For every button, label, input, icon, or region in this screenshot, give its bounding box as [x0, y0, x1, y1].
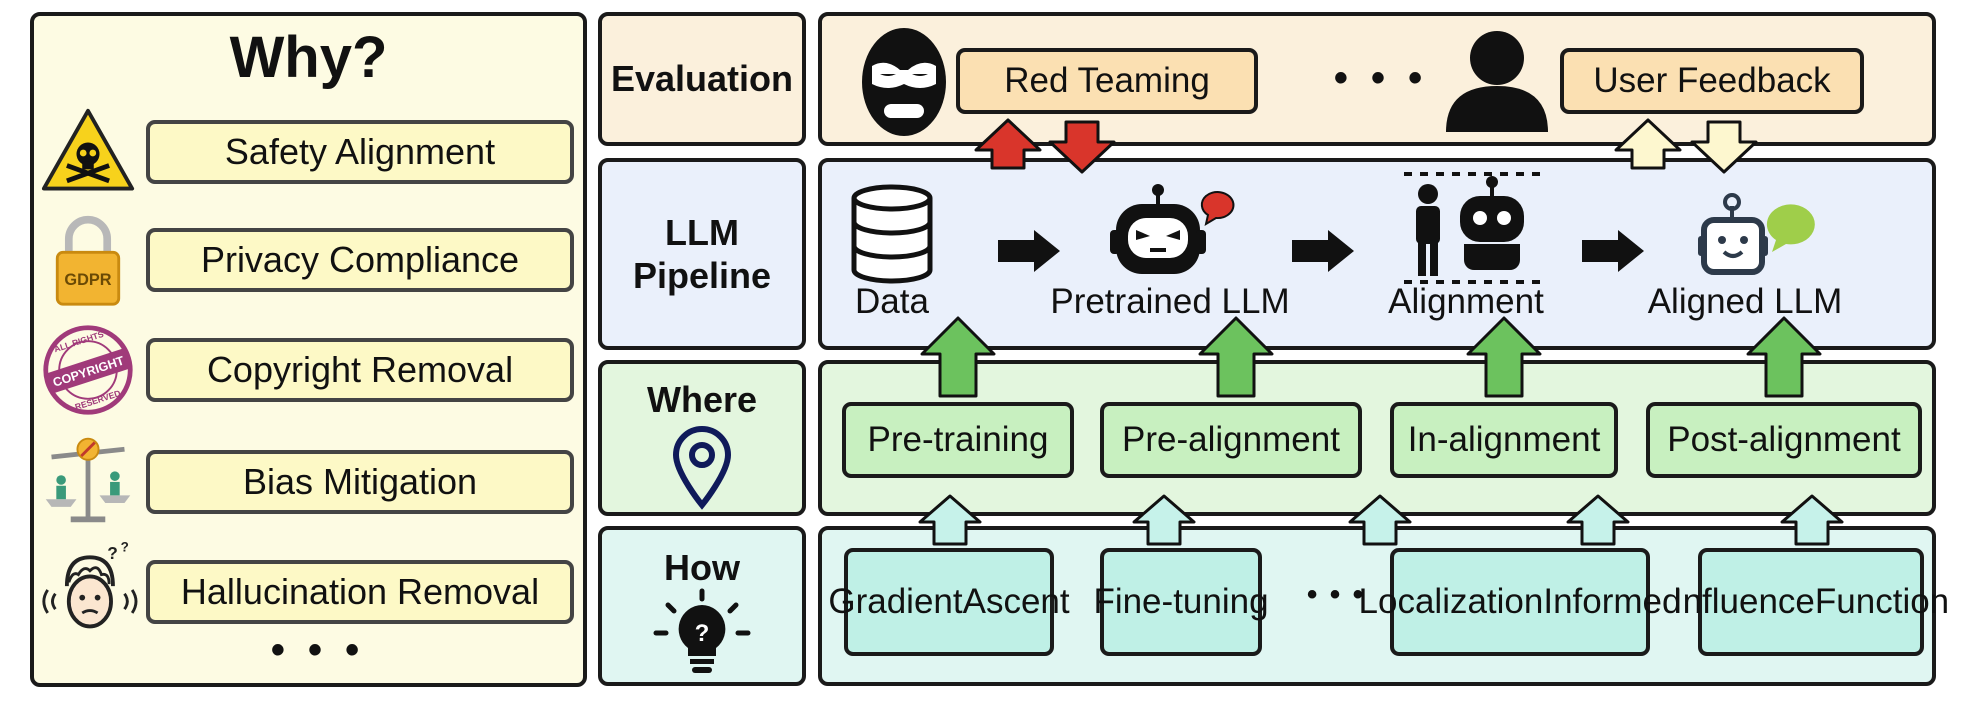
- where-pre-training: Pre-training: [842, 402, 1074, 478]
- where-pre-alignment: Pre-alignment: [1100, 402, 1362, 478]
- how-gradient-ascent: Gradient Ascent: [828, 548, 1070, 656]
- pipeline-stage-aligned: Aligned LLM: [1647, 282, 1843, 321]
- gdpr-lock-icon: GDPR: [55, 215, 121, 306]
- row-label-how-text: How: [664, 547, 740, 588]
- row-label-pipeline: LLM Pipeline: [598, 158, 806, 350]
- row-label-pipeline-line2: Pipeline: [632, 255, 772, 296]
- why-item-privacy: Privacy Compliance: [146, 228, 574, 292]
- lightbulb-icon: ?: [653, 588, 751, 674]
- red-teaming-box: Red Teaming: [956, 48, 1258, 114]
- svg-text:?: ?: [121, 540, 129, 555]
- arrow-right-icon: [998, 230, 1060, 272]
- how-method-line2: Function: [1814, 582, 1950, 622]
- row-label-evaluation: Evaluation: [598, 12, 806, 146]
- pretrained-robot-icon: [1110, 184, 1235, 274]
- row-label-where: Where: [598, 360, 806, 516]
- how-influence-function: Influence Function: [1673, 548, 1949, 656]
- how-localization-informed: Localization Informed: [1359, 548, 1681, 656]
- how-method-line1: Fine-: [1093, 582, 1174, 622]
- why-item-copyright: Copyright Removal: [146, 338, 574, 402]
- why-item-safety: Safety Alignment: [146, 120, 574, 184]
- masked-attacker-icon: [862, 28, 946, 136]
- how-method-line1: Influence: [1672, 582, 1815, 622]
- evaluation-ellipsis: • • •: [1333, 56, 1429, 100]
- svg-text:?: ?: [695, 620, 710, 647]
- hazard-skull-icon: [41, 108, 135, 191]
- why-more-ellipsis: • • •: [270, 628, 366, 672]
- user-icon: [1446, 31, 1548, 132]
- row-label-pipeline-line1: LLM: [665, 211, 739, 253]
- how-method-line2: Informed: [1543, 582, 1682, 622]
- confused-person-icon: ? ?: [42, 540, 138, 629]
- why-item-bias: Bias Mitigation: [146, 450, 574, 514]
- aligned-robot-icon: [1698, 193, 1815, 275]
- how-method-line1: Localization: [1358, 582, 1544, 622]
- balance-scale-icon: [45, 437, 131, 523]
- how-method-line1: Gradient: [828, 582, 963, 622]
- where-post-alignment: Post-alignment: [1646, 402, 1922, 478]
- how-method-line2: tuning: [1173, 582, 1269, 622]
- row-label-evaluation-text: Evaluation: [610, 58, 794, 100]
- how-method-line2: Ascent: [962, 582, 1070, 622]
- why-item-hallucination: Hallucination Removal: [146, 560, 574, 624]
- pipeline-stage-pretrained: Pretrained LLM: [1050, 282, 1290, 321]
- human-robot-alignment-icon: [1404, 172, 1540, 284]
- user-feedback-box: User Feedback: [1560, 48, 1864, 114]
- where-in-alignment: In-alignment: [1390, 402, 1618, 478]
- copyright-stamp-icon: COPYRIGHT ALL RIGHTS RESERVED: [43, 325, 133, 415]
- why-title: Why?: [229, 25, 388, 90]
- arrow-right-icon: [1582, 230, 1644, 272]
- gdpr-text: GDPR: [64, 271, 111, 289]
- how-ellipsis: • • •: [1306, 578, 1366, 611]
- database-icon: [851, 184, 933, 284]
- row-label-how: How ?: [598, 526, 806, 686]
- how-fine-tuning: Fine- tuning: [1093, 548, 1269, 656]
- row-label-where-text: Where: [646, 379, 758, 420]
- pipeline-stage-alignment: Alignment: [1388, 282, 1544, 321]
- stamp-top-text: ALL RIGHTS: [53, 329, 105, 355]
- arrow-right-icon: [1292, 230, 1354, 272]
- pipeline-stage-data: Data: [855, 282, 929, 321]
- svg-text:?: ?: [107, 543, 118, 563]
- location-pin-icon: [672, 426, 732, 510]
